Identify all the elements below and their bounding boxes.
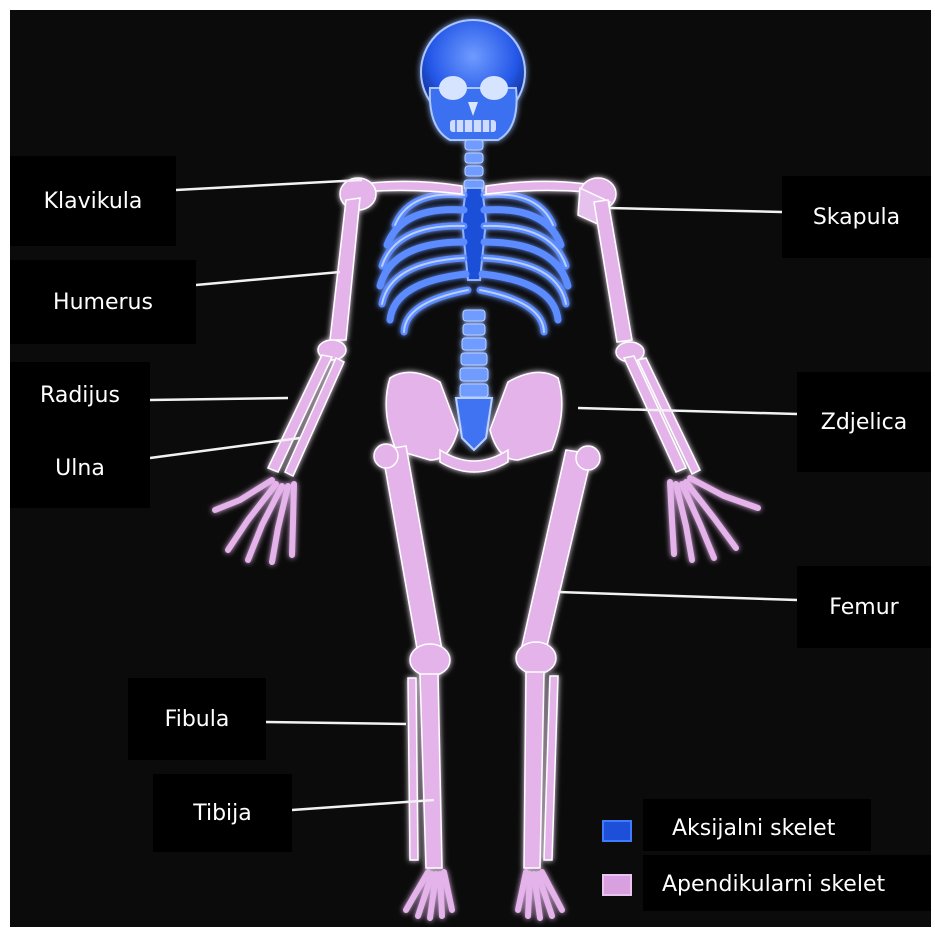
legend-appendicular-text: Apendikularni skelet xyxy=(662,872,885,897)
label-klavikula: Klavikula xyxy=(10,156,176,246)
label-radijus: Radijus xyxy=(10,362,150,428)
left-hand xyxy=(215,480,294,562)
skeleton-diagram: Klavikula Humerus Radijus Ulna Fibula Ti… xyxy=(10,10,931,927)
leader-humerus xyxy=(196,272,340,285)
right-hand xyxy=(670,478,758,560)
right-femur xyxy=(522,450,592,650)
right-tibia xyxy=(524,672,544,868)
leader-skapula xyxy=(610,208,782,212)
leader-klavikula xyxy=(176,180,362,190)
leader-zdjelica xyxy=(578,408,797,414)
label-fibula: Fibula xyxy=(128,678,266,760)
leader-femur xyxy=(558,592,797,600)
label-ulna: Ulna xyxy=(10,428,150,508)
right-clavicle xyxy=(486,181,588,194)
right-radius xyxy=(624,356,686,472)
left-fibula xyxy=(408,678,418,860)
leader-radijus xyxy=(150,398,288,400)
sacrum xyxy=(456,398,492,450)
right-humerus xyxy=(594,200,632,342)
label-femur: Femur xyxy=(797,566,931,648)
leader-fibula xyxy=(266,722,406,724)
left-tibia xyxy=(420,674,442,868)
sternum xyxy=(462,188,486,280)
label-humerus: Humerus xyxy=(10,260,196,344)
feet xyxy=(406,872,562,918)
label-tibija: Tibija xyxy=(153,774,292,852)
legend-axial-text: Aksijalni skelet xyxy=(672,816,835,841)
left-humerus xyxy=(330,198,360,340)
right-fibula xyxy=(544,676,558,860)
left-femur xyxy=(382,446,442,654)
label-zdjelica: Zdjelica xyxy=(797,372,931,472)
label-skapula: Skapula xyxy=(782,176,931,258)
legend-axial-swatch xyxy=(602,820,632,842)
skull xyxy=(421,20,525,140)
legend-appendicular-swatch xyxy=(602,874,632,896)
